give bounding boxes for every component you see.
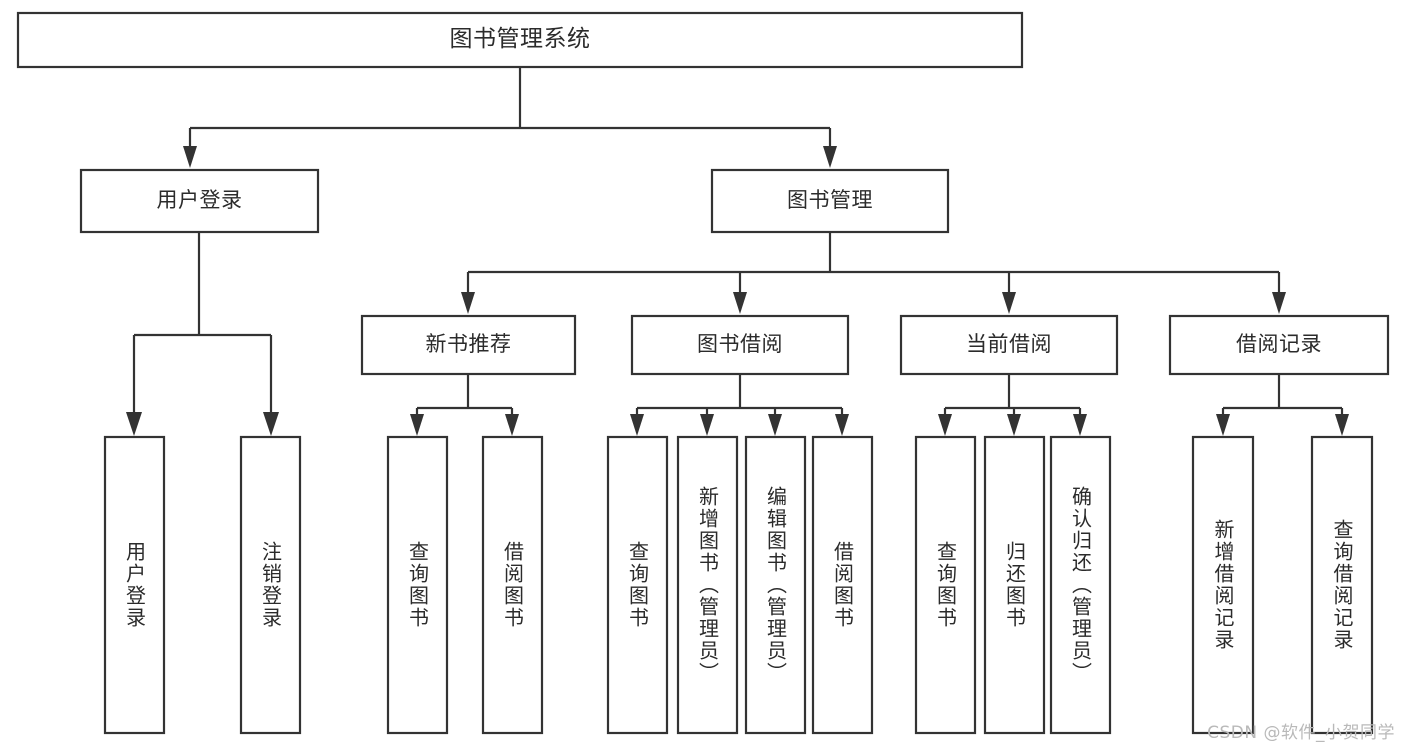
connector-user-login-to-leaves [126,232,279,436]
node-box-leaf-query-book-3[interactable] [914,435,977,735]
node-box-leaf-user-login[interactable] [103,435,166,735]
node-box-leaf-add-book[interactable] [676,435,739,735]
node-box-leaf-query-book-2[interactable] [606,435,669,735]
connector-root-to-level2 [183,67,837,168]
connector-book-borrow-to-leaves [630,374,849,436]
node-box-current-borrow[interactable] [899,314,1119,376]
node-box-book-manage[interactable] [710,168,950,234]
connector-new-book-rec-to-leaves [410,374,519,436]
node-box-leaf-edit-book[interactable] [744,435,807,735]
connector-book-manage-to-level3 [461,232,1286,314]
connector-current-borrow-to-leaves [938,374,1087,436]
node-box-user-login[interactable] [79,168,320,234]
node-box-new-book-rec[interactable] [360,314,577,376]
node-box-borrow-record[interactable] [1168,314,1390,376]
node-box-leaf-query-book-1[interactable] [386,435,449,735]
node-box-leaf-borrow-book-2[interactable] [811,435,874,735]
node-box-root[interactable] [16,11,1024,69]
node-box-leaf-query-record[interactable] [1310,435,1374,735]
node-box-leaf-add-record[interactable] [1191,435,1255,735]
node-box-leaf-confirm-return[interactable] [1049,435,1112,735]
connector-borrow-record-to-leaves [1216,374,1349,436]
node-box-book-borrow[interactable] [630,314,850,376]
node-box-leaf-return-book[interactable] [983,435,1046,735]
node-box-leaf-logout[interactable] [239,435,302,735]
node-box-leaf-borrow-book-1[interactable] [481,435,544,735]
